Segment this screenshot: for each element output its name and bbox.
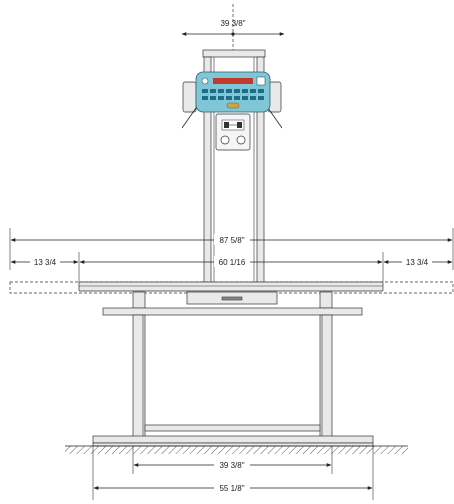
tube-head-assembly bbox=[181, 71, 283, 151]
console-key[interactable] bbox=[250, 96, 256, 100]
frame-crossbar bbox=[102, 307, 363, 316]
collimator-left-knob[interactable] bbox=[220, 135, 230, 145]
console-key[interactable] bbox=[202, 89, 208, 93]
leg-span-label: 39 3/8" bbox=[219, 461, 244, 470]
console-key[interactable] bbox=[218, 96, 224, 100]
table-width-label: 60 1/16 bbox=[219, 258, 246, 267]
console-key[interactable] bbox=[258, 96, 264, 100]
right-extension-label-bg bbox=[402, 256, 432, 267]
table-width-label-bg bbox=[214, 256, 250, 267]
table-frame bbox=[102, 291, 363, 446]
right-extension-label: 13 3/4 bbox=[406, 258, 429, 267]
base-width-label: 55 1/8" bbox=[219, 484, 244, 493]
base-floor-plate bbox=[92, 442, 374, 447]
base-plate bbox=[92, 435, 374, 444]
top-width-label: 39 3/8" bbox=[220, 19, 245, 28]
console-key[interactable] bbox=[218, 89, 224, 93]
console-key[interactable] bbox=[234, 89, 240, 93]
table-top bbox=[9, 281, 454, 294]
console-key[interactable] bbox=[258, 89, 264, 93]
left-upper-leg bbox=[132, 291, 146, 309]
collimator-symbol-right bbox=[237, 122, 242, 128]
segment-dimensions: 13 3/4 60 1/16 13 3/4 bbox=[10, 252, 453, 282]
overall-width-label-bg bbox=[214, 234, 250, 245]
console-key[interactable] bbox=[226, 96, 232, 100]
right-handle-arm bbox=[267, 107, 283, 129]
console-key[interactable] bbox=[210, 96, 216, 100]
console-key[interactable] bbox=[234, 96, 240, 100]
bucky-tray bbox=[186, 291, 278, 305]
column-top-cap bbox=[202, 49, 266, 58]
console-key[interactable] bbox=[226, 89, 232, 93]
bucky-handle[interactable] bbox=[221, 296, 243, 301]
console-logo-badge bbox=[226, 102, 240, 109]
console-left-knob[interactable] bbox=[201, 77, 209, 85]
left-handle[interactable] bbox=[182, 81, 197, 113]
collimator-symbol-left bbox=[224, 122, 229, 128]
floor-hatching bbox=[65, 446, 408, 454]
console-keypad[interactable] bbox=[202, 89, 264, 100]
overall-width-label: 87 5/8" bbox=[219, 236, 244, 245]
top-width-dimension: 39 3/8" bbox=[181, 4, 285, 50]
console-key[interactable] bbox=[250, 89, 256, 93]
console-key[interactable] bbox=[210, 89, 216, 93]
overall-width-dimension: 87 5/8" bbox=[9, 228, 454, 270]
top-center-dot bbox=[231, 32, 235, 36]
right-upper-leg bbox=[319, 291, 333, 309]
base-and-floor bbox=[65, 435, 408, 454]
left-extension-label: 13 3/4 bbox=[34, 258, 57, 267]
console-key[interactable] bbox=[242, 96, 248, 100]
collimator-panel bbox=[215, 113, 251, 151]
console-right-indicator bbox=[256, 76, 266, 86]
left-extension-label-bg bbox=[30, 256, 60, 267]
console-display bbox=[213, 78, 253, 84]
collimator-right-knob[interactable] bbox=[236, 135, 246, 145]
base-width-label-bg bbox=[214, 482, 250, 493]
base-stretcher bbox=[144, 424, 321, 432]
base-width-dimension: 55 1/8" bbox=[92, 446, 374, 500]
console-key[interactable] bbox=[242, 89, 248, 93]
left-handle-arm bbox=[181, 107, 197, 129]
leg-span-label-bg bbox=[214, 459, 250, 470]
leg-span-dimension: 39 3/8" bbox=[132, 446, 333, 474]
table-top-panel bbox=[78, 281, 384, 292]
console-key[interactable] bbox=[202, 96, 208, 100]
